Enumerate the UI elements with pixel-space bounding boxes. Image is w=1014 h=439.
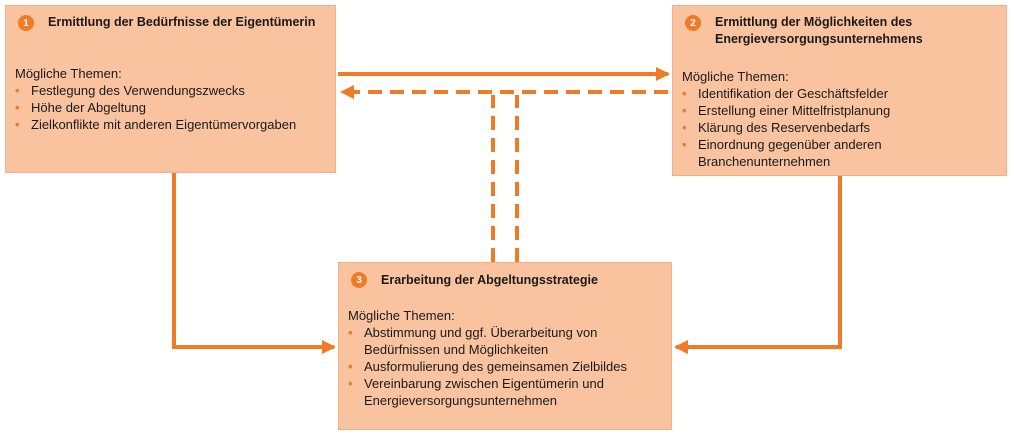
topics-list: •Abstimmung und ggf. Überarbeitung von B… bbox=[348, 324, 648, 409]
bullet-icon: • bbox=[682, 120, 687, 135]
bullet-icon: • bbox=[682, 103, 687, 118]
step-title: Ermittlung der Bedürfnisse der Eigentüme… bbox=[48, 15, 316, 29]
list-item: •Vereinbarung zwischen Eigentümerin und … bbox=[348, 376, 604, 408]
box-step-1: 1 Ermittlung der Bedürfnisse der Eigentü… bbox=[5, 5, 336, 173]
bullet-icon: • bbox=[15, 100, 20, 115]
box-step-3: 3 Erarbeitung der Abgeltungsstrategie Mö… bbox=[338, 262, 672, 430]
step-number-badge: 2 bbox=[685, 15, 701, 31]
list-item: •Festlegung des Verwendungszwecks bbox=[15, 83, 245, 98]
bullet-icon: • bbox=[682, 137, 687, 152]
list-item: •Zielkonflikte mit anderen Eigentümervor… bbox=[15, 117, 297, 132]
arrow-1-to-3 bbox=[172, 173, 336, 354]
list-item: •Abstimmung und ggf. Überarbeitung von B… bbox=[348, 325, 598, 357]
box-step-2: 2 Ermittlung der Möglichkeiten des Energ… bbox=[672, 5, 1007, 176]
bullet-icon: • bbox=[348, 359, 353, 374]
arrow-2-to-3 bbox=[674, 176, 842, 354]
step-number-badge: 1 bbox=[18, 15, 34, 31]
topics-label: Mögliche Themen: bbox=[15, 66, 122, 81]
list-item: •Identifikation der Geschäftsfelder bbox=[682, 86, 889, 101]
topics-list: •Festlegung des Verwendungszwecks •Höhe … bbox=[15, 82, 330, 133]
bullet-icon: • bbox=[15, 83, 20, 98]
step-number-badge: 3 bbox=[351, 272, 367, 288]
list-item: •Höhe der Abgeltung bbox=[15, 100, 146, 115]
bullet-icon: • bbox=[348, 376, 353, 391]
topics-label: Mögliche Themen: bbox=[348, 308, 455, 323]
topics-label: Mögliche Themen: bbox=[682, 69, 789, 84]
step-title: Erarbeitung der Abgeltungsstrategie bbox=[381, 273, 598, 287]
topics-list: •Identifikation der Geschäftsfelder •Ers… bbox=[682, 85, 912, 170]
step-title: Ermittlung der Möglichkeiten des Energie… bbox=[715, 15, 923, 46]
list-item: •Erstellung einer Mittelfristplanung bbox=[682, 103, 891, 118]
list-item: •Ausformulierung des gemeinsamen Zielbil… bbox=[348, 359, 628, 374]
bullet-icon: • bbox=[682, 86, 687, 101]
list-item: •Einordnung gegenüber anderen Branchenun… bbox=[682, 137, 882, 169]
bullet-icon: • bbox=[348, 325, 353, 340]
bullet-icon: • bbox=[15, 117, 20, 132]
list-item: •Klärung des Reservenbedarfs bbox=[682, 120, 870, 135]
